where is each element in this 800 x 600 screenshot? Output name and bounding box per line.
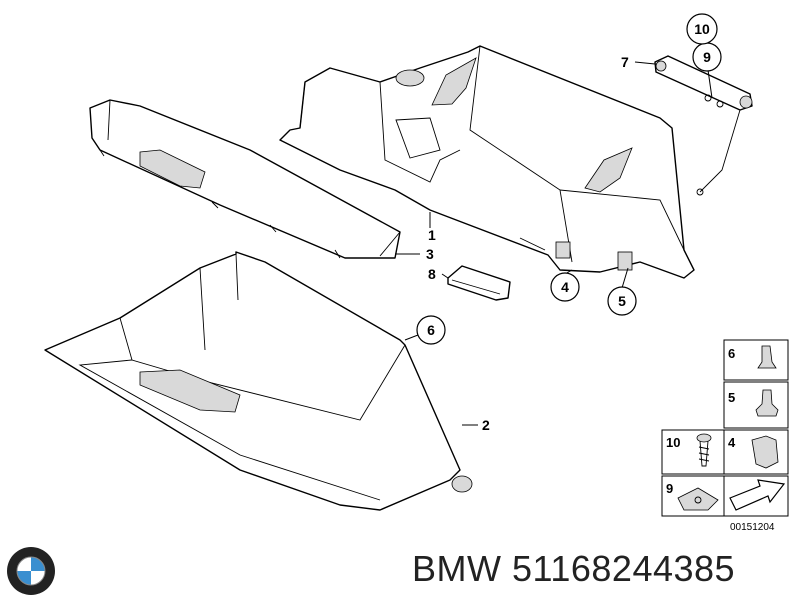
fastener-legend: 6 5 10 4 9 [661, 339, 789, 533]
callout-4: 4 [550, 272, 580, 302]
callout-1-label: 1 [428, 227, 436, 243]
callout-9-label: 9 [703, 49, 711, 65]
screw-icon [696, 433, 712, 467]
reference-arrow [723, 475, 789, 517]
callout-8: 8 [428, 266, 436, 282]
callout-10-label: 10 [694, 21, 710, 37]
callout-2-label: 2 [482, 417, 490, 433]
callout-5: 5 [607, 286, 637, 316]
legend-item-10-label: 10 [666, 435, 680, 450]
callout-4-label: 4 [561, 279, 569, 295]
callout-3-label: 3 [426, 246, 434, 262]
legend-item-6-label: 6 [728, 346, 735, 361]
part-housing [279, 45, 695, 279]
callout-2: 2 [482, 417, 490, 433]
legend-item-4-label: 4 [728, 435, 736, 450]
callout-5-label: 5 [618, 293, 626, 309]
part-cable [654, 55, 753, 196]
callout-6-label: 6 [427, 322, 435, 338]
callout-6: 6 [416, 315, 446, 345]
bmw-logo [7, 547, 55, 595]
leader-lines [395, 61, 713, 426]
arrow-icon [729, 479, 786, 511]
grommet-icon [757, 345, 777, 369]
legend-item-4: 4 [723, 429, 789, 475]
part-number-title: BMW 51168244385 [412, 548, 736, 589]
legend-item-5-label: 5 [728, 390, 735, 405]
stud-icon [755, 389, 779, 417]
legend-item-5: 5 [723, 381, 789, 429]
callout-10: 10 [686, 13, 718, 45]
callout-9: 9 [692, 42, 722, 72]
callout-8-label: 8 [428, 266, 436, 282]
legend-item-9: 9 [661, 475, 725, 517]
part-tray [44, 251, 473, 511]
callout-7: 7 [621, 54, 629, 70]
part-clip [447, 265, 511, 301]
callout-7-label: 7 [621, 54, 629, 70]
callout-1: 1 [428, 227, 436, 243]
clip-nut-icon [751, 435, 779, 469]
spring-nut-icon [677, 487, 719, 511]
legend-item-10: 10 [661, 429, 725, 475]
legend-item-9-label: 9 [666, 481, 673, 496]
part-trim-strip [89, 99, 401, 259]
drawing-number: 00151204 [730, 522, 775, 533]
callout-3: 3 [426, 246, 434, 262]
legend-item-6: 6 [723, 339, 789, 381]
